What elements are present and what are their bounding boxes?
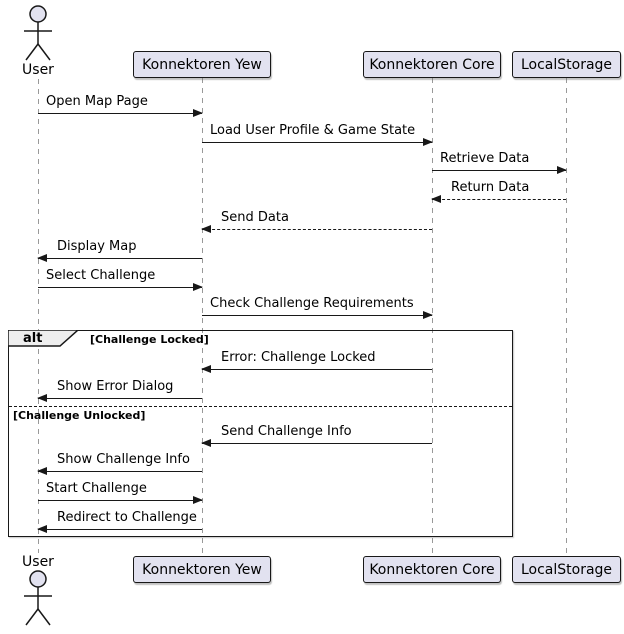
message-line xyxy=(38,529,202,530)
participant-konnektoren-yew-bottom: Konnektoren Yew xyxy=(133,556,271,583)
actor-icon xyxy=(24,570,52,626)
participant-localstorage-top: LocalStorage xyxy=(512,51,621,78)
arrowhead-icon xyxy=(37,467,47,475)
message-line xyxy=(38,500,202,501)
arrowhead-icon xyxy=(201,439,211,447)
message-line xyxy=(202,369,432,370)
arrowhead-icon xyxy=(193,283,203,291)
actor-label-user-top: User xyxy=(22,62,54,78)
alt-guard-unlocked: [Challenge Unlocked] xyxy=(13,409,146,422)
message-label: Redirect to Challenge xyxy=(57,510,197,525)
message-label: Open Map Page xyxy=(46,94,148,109)
participant-label: Konnektoren Yew xyxy=(142,56,262,73)
message-line xyxy=(38,287,202,288)
arrowhead-icon xyxy=(201,225,211,233)
message-label: Send Challenge Info xyxy=(221,424,352,439)
arrowhead-icon xyxy=(37,254,47,262)
message-line xyxy=(38,471,202,472)
message-label: Send Data xyxy=(221,210,289,225)
message-label: Select Challenge xyxy=(46,268,156,283)
message-line xyxy=(38,258,202,259)
message-label: Check Challenge Requirements xyxy=(210,296,414,311)
alt-guard-locked: [Challenge Locked] xyxy=(90,333,209,346)
message-label: Retrieve Data xyxy=(440,151,530,166)
lifeline-user xyxy=(38,79,39,553)
arrowhead-icon xyxy=(193,109,203,117)
participant-konnektoren-core-top: Konnektoren Core xyxy=(363,51,501,78)
alt-frame: alt [Challenge Locked] [Challenge Unlock… xyxy=(7,329,513,537)
message-label: Load User Profile & Game State xyxy=(210,123,416,138)
message-label: Show Error Dialog xyxy=(57,379,174,394)
participant-localstorage-bottom: LocalStorage xyxy=(512,556,621,583)
alt-divider xyxy=(9,406,512,407)
message-label: Start Challenge xyxy=(46,481,147,496)
participant-konnektoren-yew-top: Konnektoren Yew xyxy=(133,51,271,78)
alt-operator-tab xyxy=(7,329,79,347)
message-line xyxy=(202,229,432,230)
message-line xyxy=(432,170,566,171)
message-line xyxy=(202,142,432,143)
lifeline-konnektoren-yew xyxy=(202,78,203,556)
message-label: Show Challenge Info xyxy=(57,452,190,467)
lifeline-localstorage xyxy=(566,78,567,556)
message-label: Error: Challenge Locked xyxy=(221,350,376,365)
arrowhead-icon xyxy=(423,138,433,146)
alt-operator-label: alt xyxy=(23,331,43,346)
actor-icon xyxy=(24,5,52,61)
participant-label: LocalStorage xyxy=(520,561,613,578)
message-line xyxy=(38,113,202,114)
participant-label: Konnektoren Core xyxy=(369,56,495,73)
message-line xyxy=(202,315,432,316)
arrowhead-icon xyxy=(193,496,203,504)
arrowhead-icon xyxy=(37,525,47,533)
message-label: Return Data xyxy=(451,180,530,195)
arrowhead-icon xyxy=(201,365,211,373)
participant-label: Konnektoren Yew xyxy=(142,561,262,578)
actor-label-user-bottom: User xyxy=(22,554,54,570)
participant-label: LocalStorage xyxy=(520,56,613,73)
arrowhead-icon xyxy=(37,394,47,402)
message-line xyxy=(202,443,432,444)
participant-label: Konnektoren Core xyxy=(369,561,495,578)
arrowhead-icon xyxy=(431,195,441,203)
participant-konnektoren-core-bottom: Konnektoren Core xyxy=(363,556,501,583)
message-line xyxy=(432,199,566,200)
arrowhead-icon xyxy=(423,311,433,319)
arrowhead-icon xyxy=(557,166,567,174)
message-label: Display Map xyxy=(57,239,137,254)
message-line xyxy=(38,398,202,399)
